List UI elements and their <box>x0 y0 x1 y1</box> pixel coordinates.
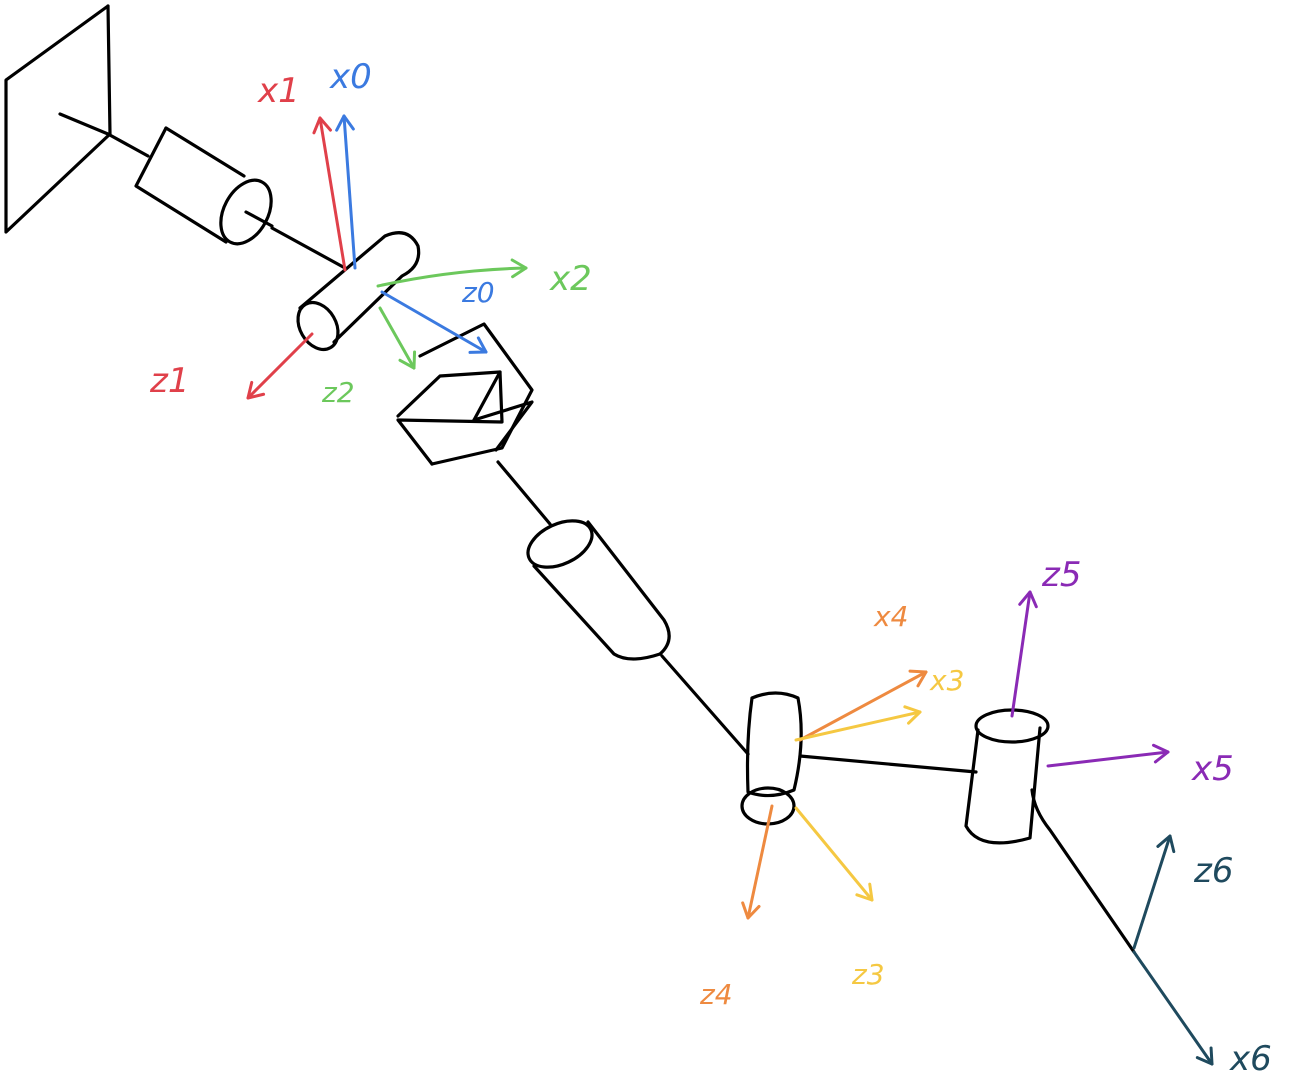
wrist-cylinder-2 <box>964 708 1050 845</box>
wrist-cylinder-1 <box>740 691 803 826</box>
link-6 <box>1030 788 1136 954</box>
x3-axis-arrow <box>794 705 922 742</box>
joint-4-cylinder <box>526 519 671 661</box>
label-z4: z4 <box>699 978 733 1011</box>
joint-1-cylinder <box>134 126 274 246</box>
z0-axis-arrow <box>380 290 488 354</box>
link-4 <box>660 654 750 756</box>
x5-axis-arrow <box>1046 743 1170 768</box>
label-x4: x4 <box>873 600 908 633</box>
x0-axis-arrow <box>335 114 357 270</box>
link-1 <box>270 226 347 270</box>
link-3 <box>496 460 552 526</box>
label-x5: x5 <box>1191 749 1234 789</box>
label-z3: z3 <box>851 958 885 991</box>
label-z5: z5 <box>1041 555 1081 595</box>
x2-axis-arrow <box>376 258 528 288</box>
z6-axis-arrow <box>1132 834 1176 950</box>
robot-structure <box>4 4 1136 954</box>
frame-labels: x1 x0 z0 x2 z1 z2 x4 x3 z5 x5 z6 z3 z4 x… <box>149 57 1272 1079</box>
joint-2-cylinder <box>296 231 421 352</box>
label-x2: x2 <box>549 259 592 299</box>
z2-axis-arrow <box>378 306 417 370</box>
label-x6: x6 <box>1229 1039 1272 1079</box>
joint-3-prismatic-block <box>396 322 534 466</box>
frame-arrows <box>246 114 1214 1066</box>
z3-axis-arrow <box>794 806 874 902</box>
label-x1: x1 <box>257 71 300 111</box>
z5-axis-arrow <box>1010 590 1038 718</box>
label-x0: x0 <box>329 57 372 97</box>
base-shaft <box>58 112 150 158</box>
x4-axis-arrow <box>798 669 928 742</box>
label-z1: z1 <box>149 361 189 401</box>
link-5 <box>798 754 978 774</box>
label-z2: z2 <box>321 376 355 409</box>
base-wall <box>4 4 112 234</box>
label-z0: z0 <box>461 276 495 309</box>
x1-axis-arrow <box>312 116 347 272</box>
x6-axis-arrow <box>1132 950 1214 1066</box>
z4-axis-arrow <box>741 804 774 920</box>
label-z6: z6 <box>1193 851 1233 891</box>
label-x3: x3 <box>929 664 964 697</box>
z1-axis-arrow <box>246 332 314 400</box>
